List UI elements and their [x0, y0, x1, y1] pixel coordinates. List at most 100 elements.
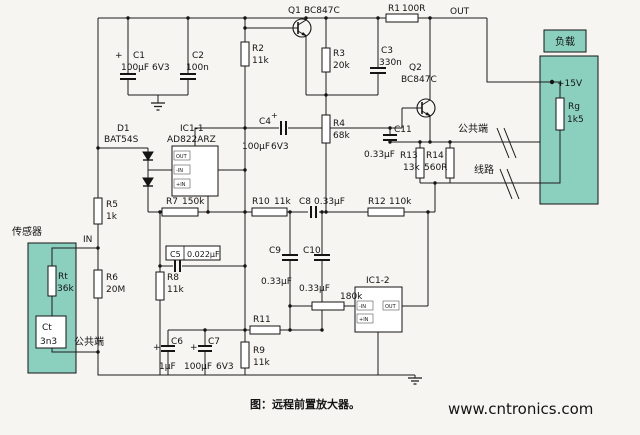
c5-label-box — [165, 245, 221, 261]
c4-value: 100μF — [242, 142, 270, 152]
c3-ref: C3 — [381, 46, 393, 56]
r2-value: 11k — [252, 56, 269, 66]
resistor-r13 — [415, 147, 425, 179]
c4-rating: 6V3 — [271, 142, 289, 152]
capacitor-symbols — [120, 67, 397, 352]
common-left-label: 公共端 — [74, 335, 104, 348]
q2-ref: Q2 — [409, 63, 422, 73]
ic1-1-body — [171, 145, 219, 197]
ic1-1-pin-inv-label: -IN — [176, 168, 183, 174]
rg-value: 1k5 — [567, 115, 584, 125]
q1-body — [292, 18, 312, 38]
c11-value: 0.33μF — [364, 150, 395, 160]
transistor-q1 — [292, 18, 312, 38]
supply-terminal-dot — [549, 79, 555, 85]
ic1-1-pin-out-label: OUT — [176, 154, 188, 160]
ic1-1-pin-noninv-box — [173, 178, 191, 189]
supply-label: +15V — [557, 79, 583, 89]
r8-value: 11k — [167, 285, 184, 295]
resistor-r12 — [367, 207, 405, 217]
q1-ref: Q1 — [288, 6, 301, 16]
r6-ref: R6 — [106, 273, 118, 283]
c3-value: 330n — [379, 58, 402, 68]
r8-ref: R8 — [167, 273, 179, 283]
junction-dots — [96, 16, 555, 354]
ct-box — [35, 315, 67, 349]
c6-value: 1μF — [159, 362, 176, 372]
q2-value: BC847C — [401, 75, 437, 85]
resistor-180k — [311, 301, 345, 311]
q2-leads — [421, 99, 431, 117]
ic1-2-pin-inv-label: -IN — [359, 304, 366, 310]
r10-value: 11k — [274, 197, 291, 207]
opamp-ic1-1: OUT -IN +IN — [171, 145, 219, 197]
ground-symbol — [151, 102, 422, 385]
c4-ref: C4 — [259, 117, 271, 127]
resistor-r4 — [321, 114, 331, 144]
line-label: 线路 — [474, 163, 494, 176]
resistor-r9 — [240, 341, 250, 369]
r6-value: 20M — [106, 285, 125, 295]
load-title-box — [543, 29, 587, 53]
ic1-1-value: AD822ARZ — [167, 135, 216, 145]
diode-d1 — [142, 151, 154, 187]
c7-polarity: + — [190, 343, 198, 353]
resistor-rg — [555, 97, 565, 131]
resistor-r10 — [251, 207, 288, 217]
r5-ref: R5 — [106, 200, 118, 210]
resistor-r2 — [240, 41, 250, 67]
resistor-r6 — [93, 269, 103, 299]
opamp-ic1-2: -IN +IN OUT — [354, 286, 403, 333]
c7-ref: C7 — [208, 337, 220, 347]
load-box-outline — [539, 55, 599, 205]
r3-value: 20k — [333, 61, 350, 71]
r14-ref: R14 — [426, 151, 444, 161]
q2-emitter-arrow — [425, 112, 431, 116]
c1-polarity: + — [115, 51, 123, 61]
c5-box — [165, 245, 221, 261]
r12-value: 110k — [389, 197, 412, 207]
rg-ref: Rg — [568, 102, 580, 112]
q1-value: BC847C — [304, 6, 340, 16]
r5-value: 1k — [106, 212, 118, 222]
r12-ref: R12 — [368, 197, 386, 207]
watermark: www.cntronics.com — [448, 400, 593, 418]
r1-ref: R1 — [388, 4, 400, 14]
c1-ref: C1 — [133, 51, 145, 61]
rt-ref: Rt — [58, 272, 68, 282]
r9-ref: R9 — [253, 346, 265, 356]
wire-network — [51, 17, 561, 385]
out-terminal-label: OUT — [450, 7, 470, 17]
ic1-1-pin-noninv-label: +IN — [176, 182, 186, 188]
d1-diode-1 — [142, 151, 154, 161]
r7-ref: R7 — [166, 197, 178, 207]
c2-ref: C2 — [192, 51, 204, 61]
ic1-1-pin-out-box — [173, 150, 191, 161]
resistor-r8 — [155, 271, 165, 301]
resistor-r5 — [93, 197, 103, 225]
ct-value: 3n3 — [40, 337, 57, 347]
c9-value: 0.33μF — [261, 277, 292, 287]
resistor-r3 — [321, 47, 331, 73]
ic1-1-pin-inv-box — [173, 164, 191, 175]
c6-ref: C6 — [171, 337, 183, 347]
ct-ref: Ct — [42, 323, 52, 333]
r13-value: 13k — [403, 163, 420, 173]
ic1-1-ref: IC1-1 — [180, 124, 204, 134]
transistor-q2 — [416, 98, 436, 118]
c7-rating: 6V3 — [216, 362, 234, 372]
sensor-label: 传感器 — [12, 225, 42, 238]
r14-value: 560R — [424, 163, 447, 173]
q2-body — [416, 98, 436, 118]
r4-ref: R4 — [333, 119, 345, 129]
r4-value: 68k — [333, 131, 350, 141]
c10-value: 0.33μF — [299, 284, 330, 294]
ic1-2-pin-noninv-label: +IN — [359, 317, 369, 323]
c11-ref: C11 — [394, 125, 412, 135]
ic1-2-pin-inv-box — [356, 300, 374, 311]
q1-emitter-arrow — [301, 32, 307, 36]
rt-value: 36k — [57, 284, 74, 294]
ic1-2-ref: IC1-2 — [366, 276, 390, 286]
r2-ref: R2 — [252, 44, 264, 54]
